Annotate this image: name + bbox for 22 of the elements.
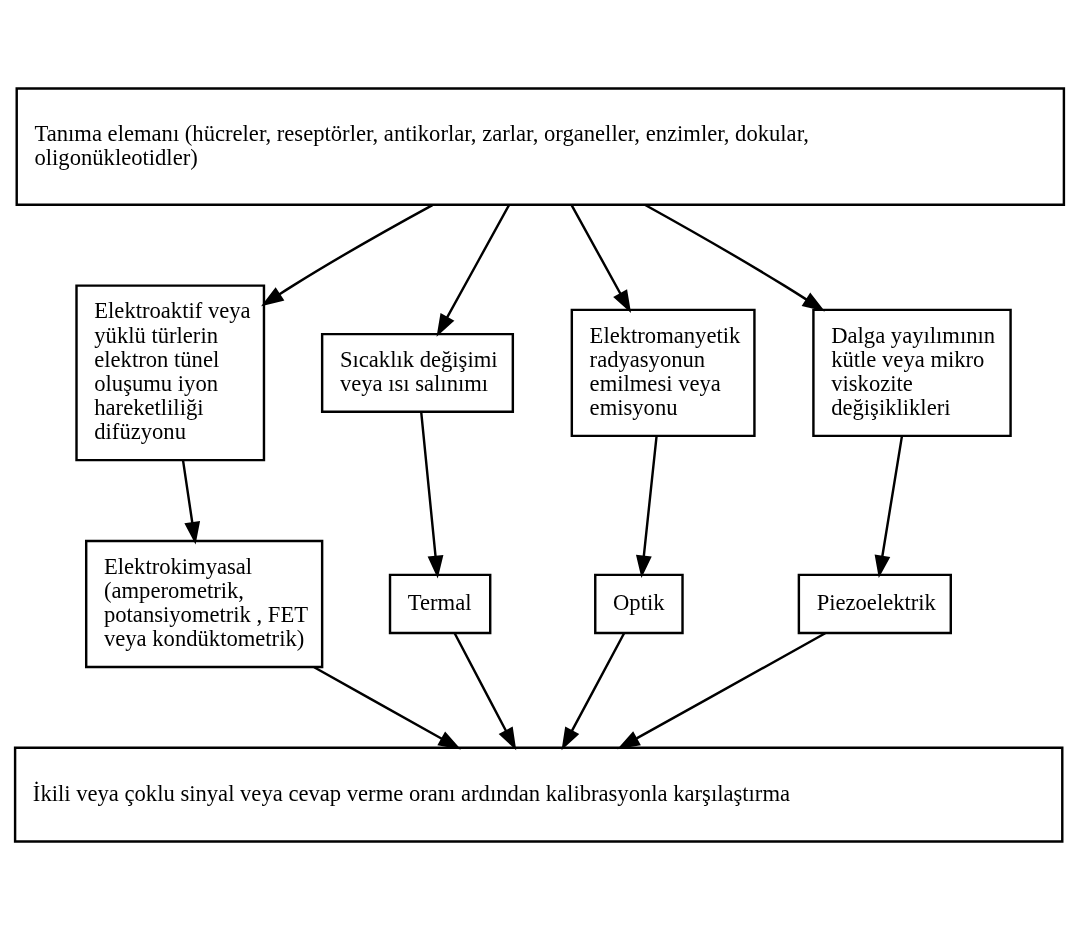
node-box: Elektrokimyasal (amperometrik, potansiyometrik , FET veya kondüktometrik) [85, 539, 324, 669]
node-box: Optik [594, 573, 684, 635]
arrow [874, 435, 904, 579]
node-box: Tanıma elemanı (hücreler, reseptörler, antikorlar, zarlar, organeller, enzimler, dokular, oligonükleotidler) [15, 87, 1066, 207]
arrow [436, 204, 511, 337]
node-box: Termal [388, 573, 492, 635]
arrow [420, 412, 444, 579]
node-box: Elektromanyetik radyasyonun emilmesi veya emisyonu [570, 308, 756, 438]
arrow [261, 204, 433, 307]
node-box: İkili veya çoklu sinyal veya cevap verme oranı ardından kalibrasyonla karşılaştırma [13, 746, 1064, 843]
arrow [313, 666, 461, 750]
arrow [644, 203, 825, 312]
arrow [561, 632, 626, 751]
node-box: Elektroaktif veya yüklü türlerin elektron tünel oluşumu iyon hareketliliği difüzyonu [75, 284, 266, 462]
arrow [570, 204, 632, 314]
node-box: Sıcaklık değişimi veya ısı salınımı [320, 332, 515, 413]
arrow [617, 632, 826, 750]
node-box: Piezoelektrik [797, 573, 952, 635]
node-box: Dalga yayılımının kütle veya mikro viskozite değişiklikleri [812, 308, 1012, 438]
arrow [181, 460, 201, 545]
arrow [635, 436, 658, 579]
arrow [453, 632, 517, 751]
